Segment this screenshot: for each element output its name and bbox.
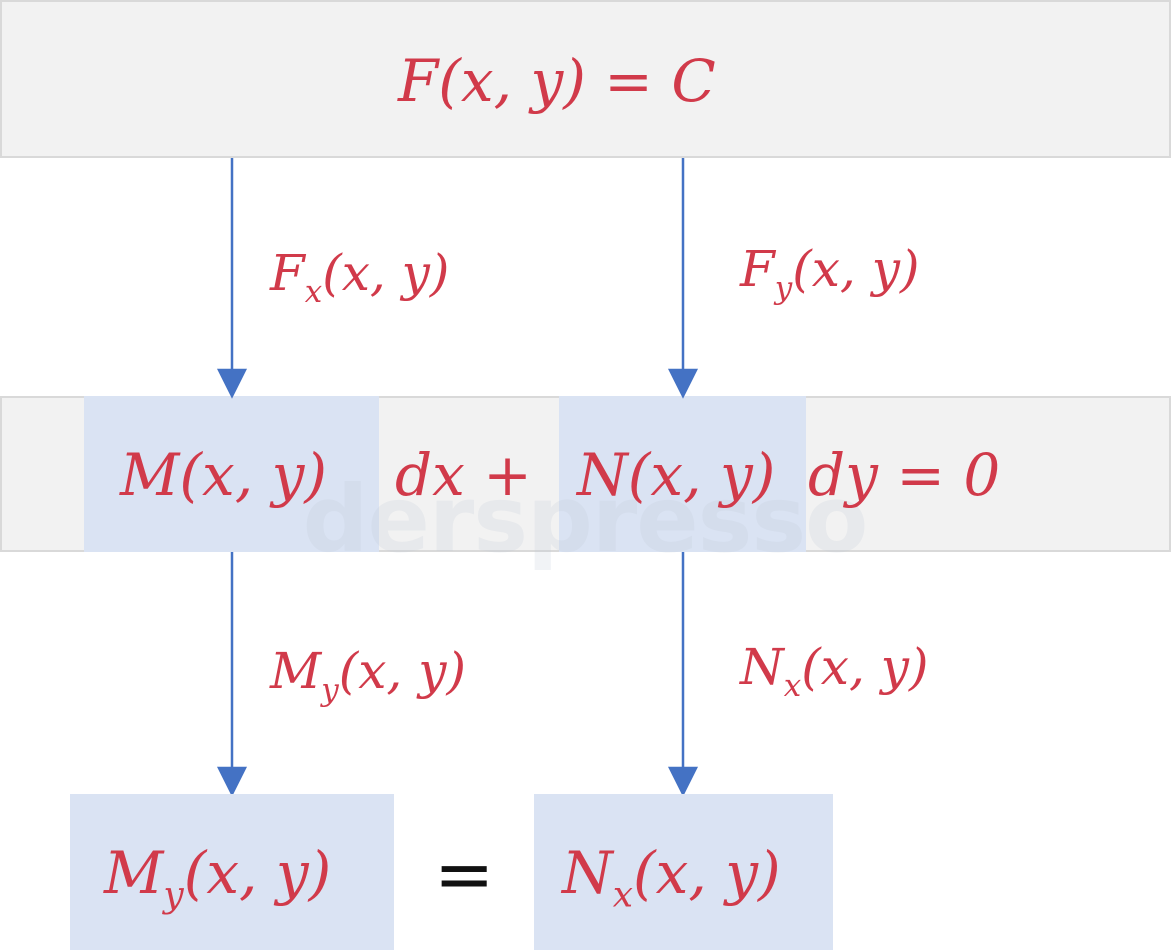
label-Nx-base: N — [740, 638, 784, 696]
label-My-base: M — [270, 642, 322, 700]
bottom-Nx: Nx(x, y) — [562, 844, 781, 913]
top-equation: F(x, y) = C — [398, 52, 716, 110]
label-Nx: Nx(x, y) — [740, 642, 928, 701]
dx-plus: dx + — [395, 441, 532, 509]
watermark: derspresso — [302, 466, 869, 573]
label-My: My(x, y) — [270, 646, 466, 705]
dy-letter: dy — [808, 441, 878, 509]
bottom-equals: = — [434, 832, 495, 916]
M-highlight — [84, 396, 379, 552]
label-Fy: Fy(x, y) — [740, 244, 919, 303]
M-args: (x, y) — [179, 441, 327, 509]
arrow-head-top-right — [667, 368, 699, 399]
label-Fx-sub: x — [304, 273, 323, 310]
label-Fx: Fx(x, y) — [270, 248, 449, 307]
arrow-head-top-left — [216, 368, 248, 399]
label-Fy-base: F — [740, 240, 775, 298]
N-highlight — [559, 396, 806, 552]
N-args: (x, y) — [627, 441, 776, 509]
top-eq: = C — [604, 47, 716, 115]
bottom-left-box — [70, 794, 394, 950]
bottom-Nx-base: N — [562, 839, 613, 907]
label-My-args: (x, y) — [338, 642, 466, 700]
M-term: M(x, y) — [120, 446, 327, 504]
N-letter: N — [577, 441, 628, 509]
label-Fx-base: F — [270, 244, 305, 302]
dy-term: dy = 0 — [808, 446, 1000, 504]
bottom-My-args: (x, y) — [183, 839, 332, 907]
top-F: F — [398, 47, 439, 115]
bottom-My: My(x, y) — [104, 844, 331, 913]
bottom-My-sub: y — [163, 874, 184, 916]
bottom-My-base: M — [104, 839, 164, 907]
bottom-Nx-args: (x, y) — [633, 839, 781, 907]
middle-eq: = 0 — [896, 441, 1001, 509]
label-Nx-sub: x — [783, 667, 802, 704]
arrow-head-bottom-left — [216, 766, 248, 797]
N-term: N(x, y) — [577, 446, 775, 504]
top-box — [0, 0, 1171, 158]
label-Fy-args: (x, y) — [792, 240, 920, 298]
label-Fy-sub: y — [774, 269, 793, 306]
M-letter: M — [120, 441, 180, 509]
label-My-sub: y — [321, 671, 339, 708]
arrow-head-bottom-right — [667, 766, 699, 797]
top-args: (x, y) — [438, 47, 586, 115]
bottom-Nx-sub: x — [612, 874, 634, 916]
bottom-right-box — [534, 794, 833, 950]
label-Fx-args: (x, y) — [322, 244, 450, 302]
label-Nx-args: (x, y) — [801, 638, 929, 696]
dx-term: dx + — [395, 446, 532, 504]
